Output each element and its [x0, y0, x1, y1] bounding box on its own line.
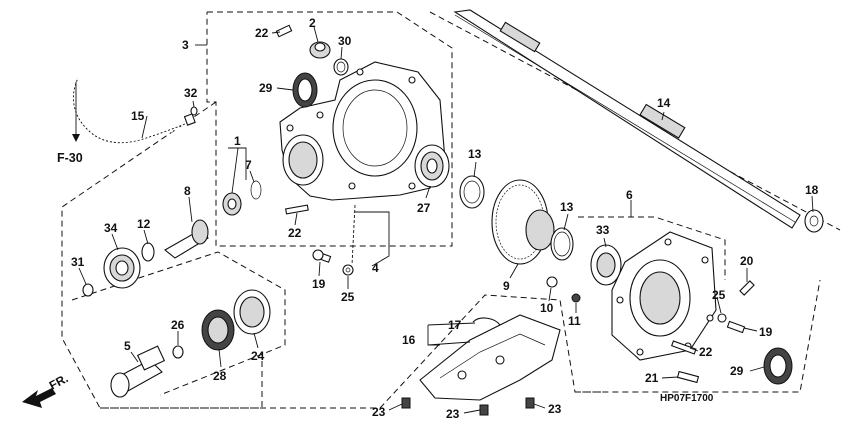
callout-6: 6 — [626, 188, 633, 202]
callout-22-mid: 22 — [288, 226, 302, 240]
leader-lines — [78, 26, 814, 414]
skid-plate-group — [401, 314, 561, 416]
callout-11: 11 — [568, 314, 581, 328]
coupler-group — [110, 289, 271, 398]
callout-28: 28 — [213, 369, 227, 383]
callout-19-right: 19 — [759, 325, 773, 339]
callout-7: 7 — [245, 158, 252, 172]
final-gear-case — [279, 61, 446, 201]
axle-shaft — [453, 9, 824, 233]
callout-23-right: 23 — [548, 402, 562, 416]
callout-14: 14 — [657, 96, 671, 110]
callout-9: 9 — [503, 279, 510, 293]
callout-34: 34 — [104, 221, 118, 235]
callout-2: 2 — [309, 16, 316, 30]
callout-17: 17 — [448, 318, 462, 332]
callout-29-right: 29 — [730, 364, 744, 378]
callout-26: 26 — [171, 318, 185, 332]
callout-16: 16 — [402, 333, 416, 347]
callout-4: 4 — [372, 261, 379, 275]
callout-33: 33 — [596, 223, 610, 237]
callout-27: 27 — [417, 201, 431, 215]
reference-f30: F-30 — [57, 151, 83, 165]
callout-labels: 3 22 2 30 29 32 15 1 7 8 22 12 34 31 4 1… — [71, 16, 819, 421]
callout-21: 21 — [645, 371, 659, 385]
callout-22-top: 22 — [255, 26, 269, 40]
callout-19-left: 19 — [312, 277, 326, 291]
callout-31: 31 — [71, 255, 85, 269]
diagram-code: HP07F1700 — [660, 393, 714, 404]
callout-13-left: 13 — [468, 147, 482, 161]
callout-13-right: 13 — [560, 200, 574, 214]
callout-15: 15 — [131, 109, 145, 123]
front-direction-arrow: FR. — [22, 371, 70, 408]
callout-3: 3 — [182, 38, 189, 52]
callout-5: 5 — [124, 339, 131, 353]
breather-hose — [70, 76, 196, 146]
callout-1: 1 — [234, 134, 241, 148]
ring-gear-assembly — [459, 175, 574, 265]
callout-25-right: 25 — [712, 288, 726, 302]
callout-25-left: 25 — [341, 290, 355, 304]
callout-8: 8 — [184, 184, 191, 198]
callout-22-right: 22 — [699, 345, 713, 359]
bearing-cover-group — [546, 231, 793, 385]
callout-23-left: 23 — [372, 405, 386, 419]
callout-24: 24 — [251, 349, 265, 363]
callout-20: 20 — [740, 254, 754, 268]
callout-10: 10 — [540, 301, 554, 315]
callout-23-mid: 23 — [446, 407, 460, 421]
pinion-assembly — [82, 219, 209, 297]
callout-18: 18 — [805, 183, 819, 197]
callout-30: 30 — [338, 34, 352, 48]
callout-12: 12 — [137, 217, 151, 231]
callout-29-top: 29 — [259, 81, 273, 95]
callout-32: 32 — [184, 86, 198, 100]
housing-small-parts — [190, 24, 450, 276]
